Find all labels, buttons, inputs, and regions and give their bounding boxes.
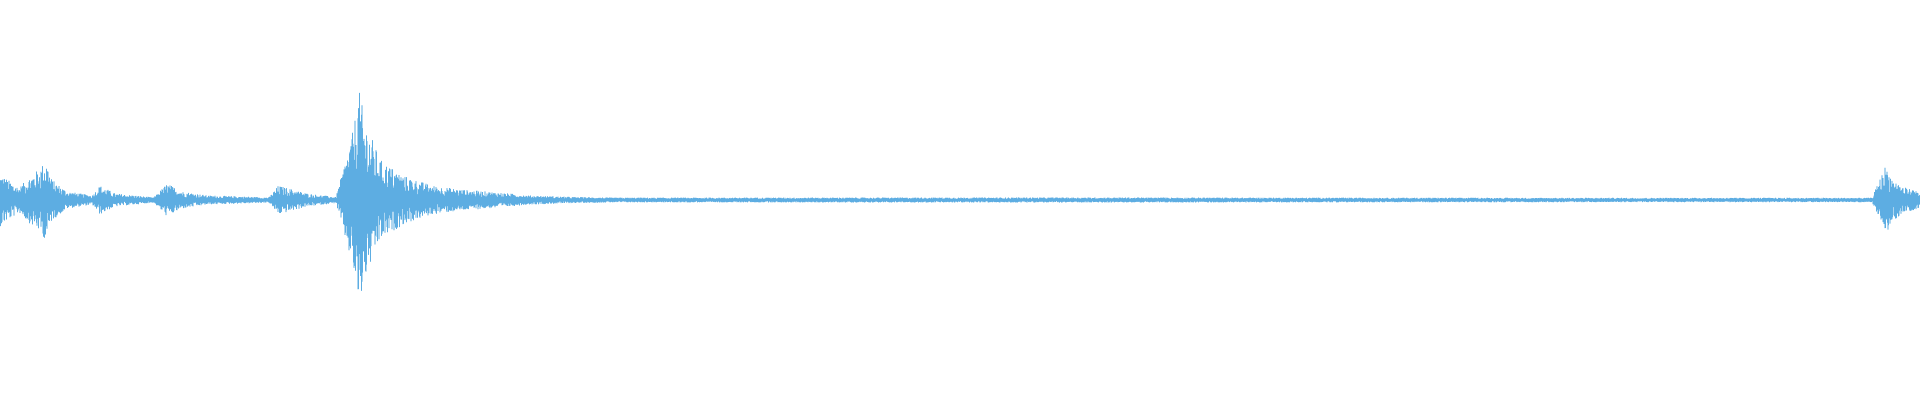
waveform-trace xyxy=(0,92,1920,291)
